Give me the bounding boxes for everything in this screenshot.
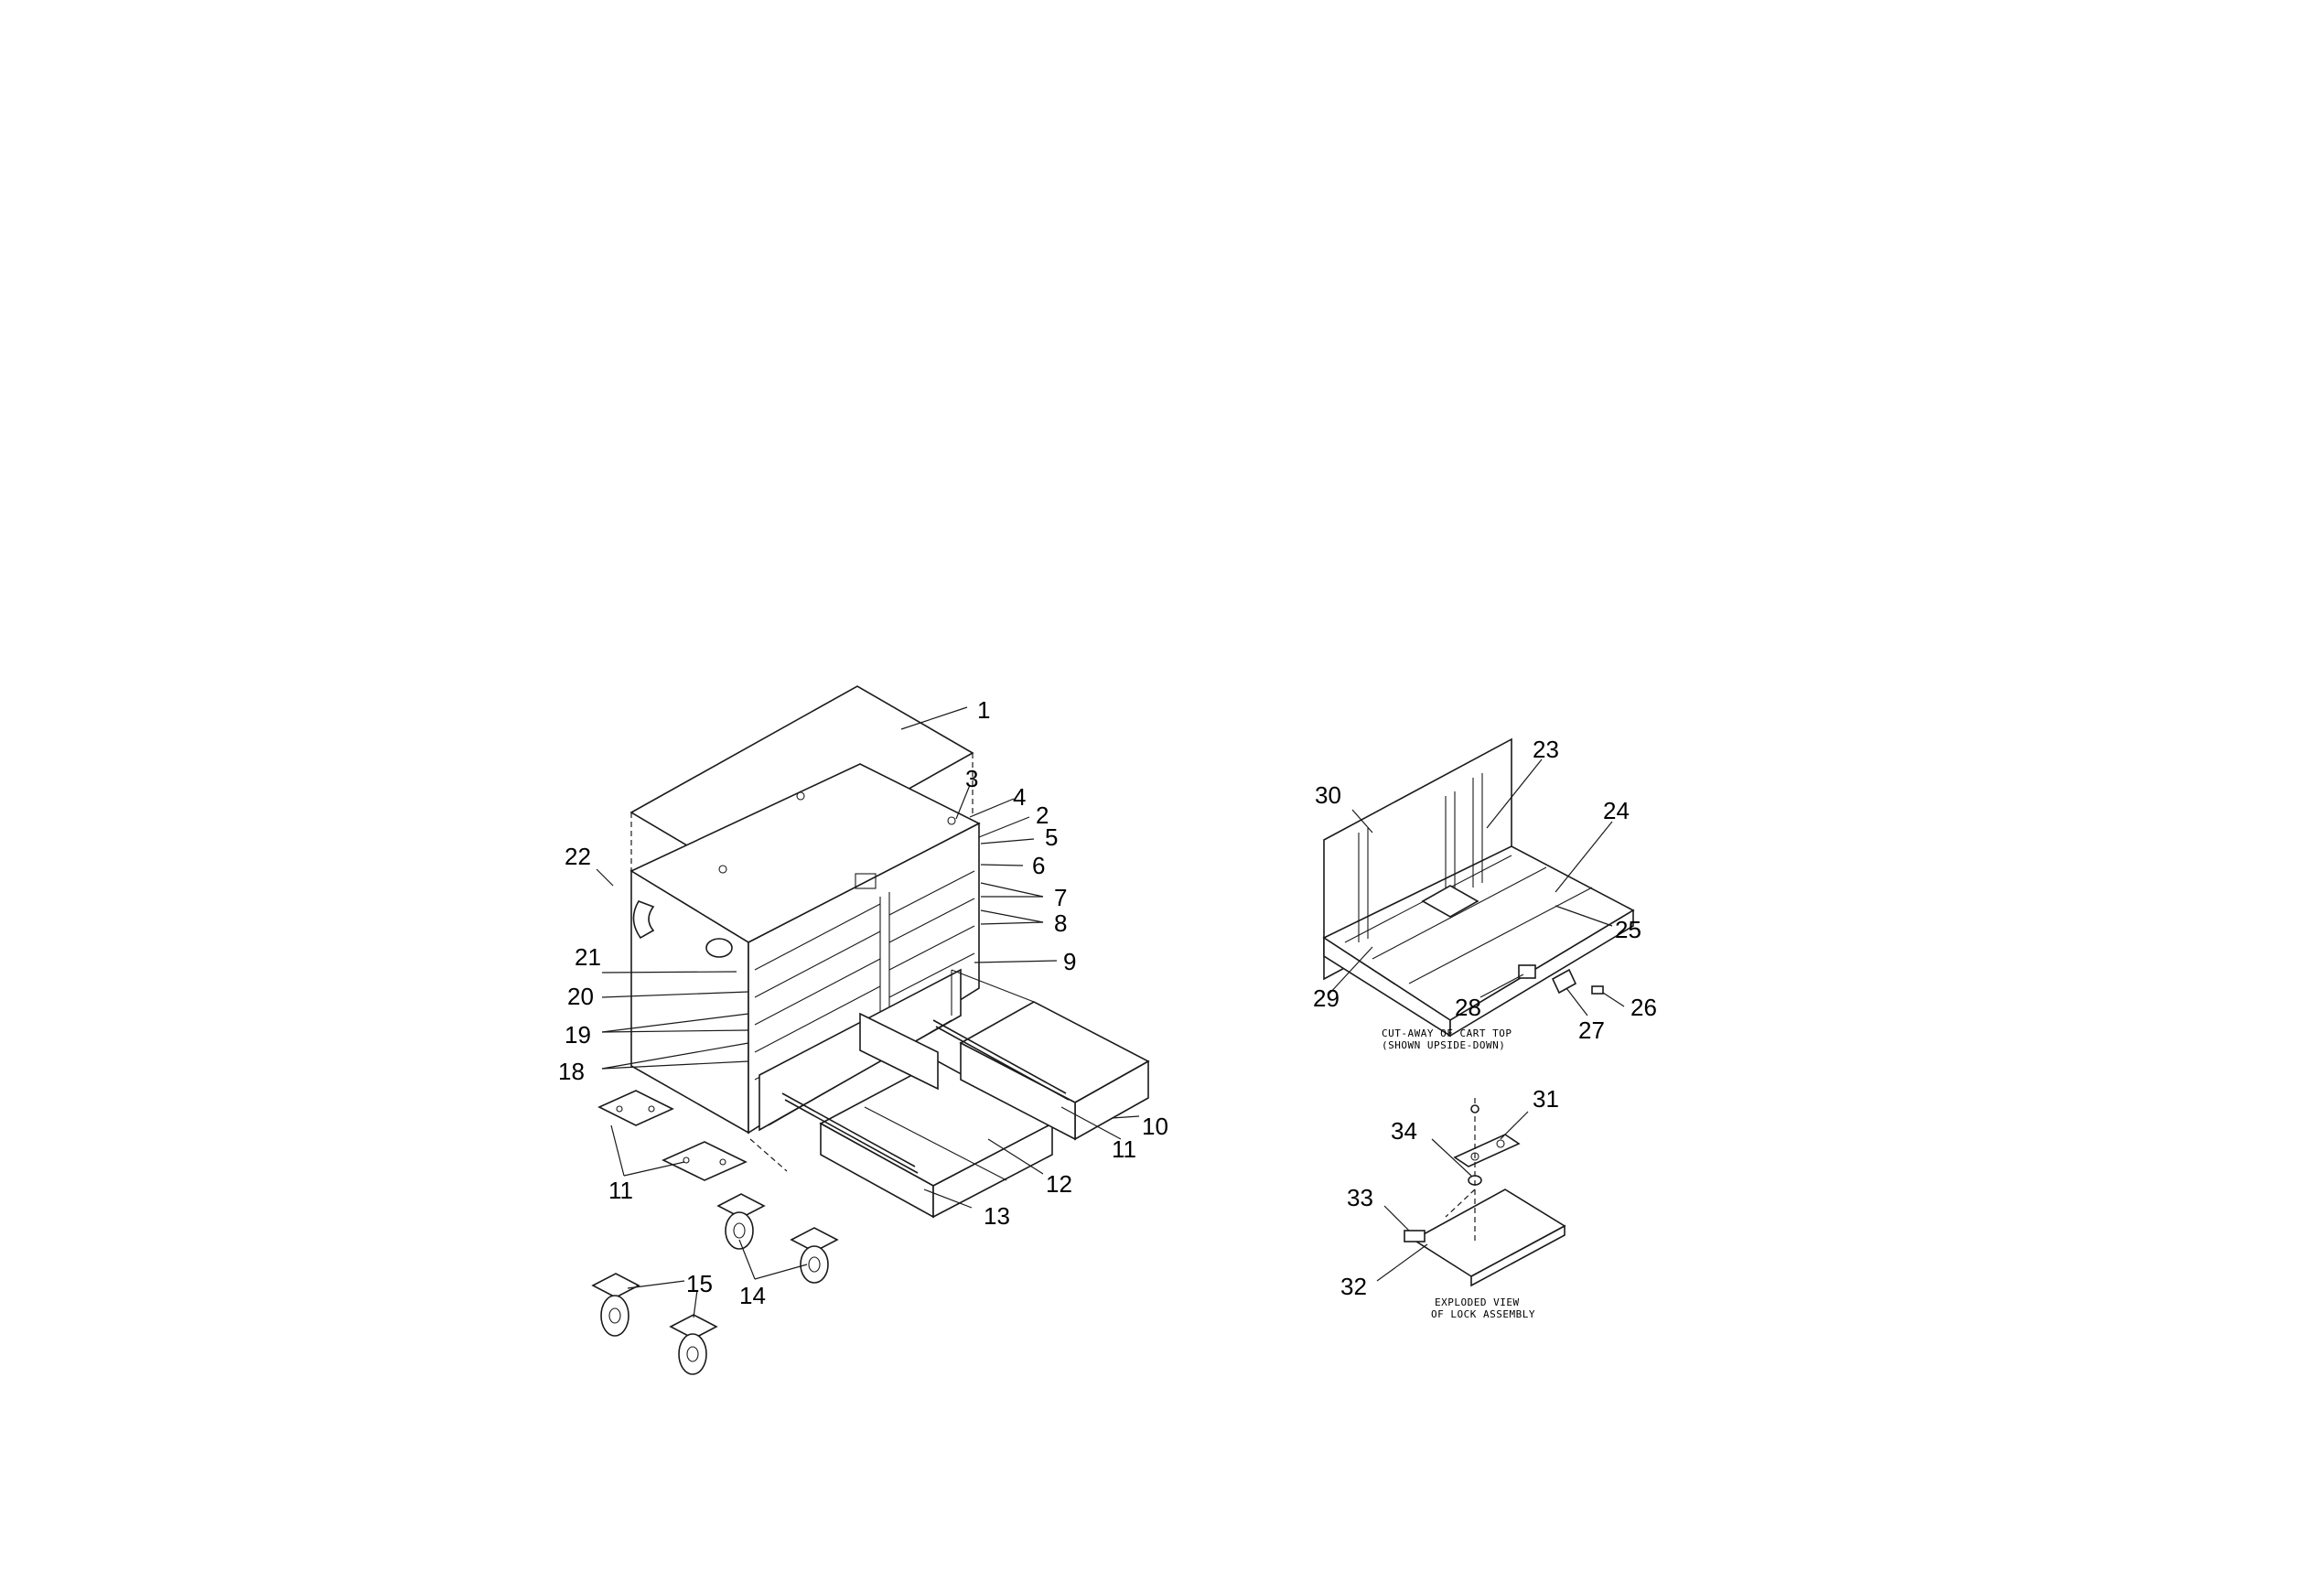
callout-20: 20	[567, 983, 594, 1010]
callout-8: 8	[1054, 909, 1067, 937]
callout-6: 6	[1032, 852, 1045, 879]
callout-25: 25	[1615, 916, 1641, 943]
callout-10: 10	[1142, 1113, 1168, 1140]
cart-assembly	[591, 685, 1150, 1375]
callout-7: 7	[1054, 884, 1067, 911]
callout-18: 18	[558, 1058, 585, 1085]
caster-swivel-a	[591, 1273, 640, 1337]
callout-21: 21	[575, 943, 601, 971]
leader-lines-cutaway	[1328, 758, 1625, 1017]
callout-30: 30	[1315, 781, 1341, 809]
cart-top-caption-line2: (SHOWN UPSIDE-DOWN)	[1382, 1039, 1505, 1051]
callout-28: 28	[1455, 994, 1481, 1021]
callout-12: 12	[1046, 1170, 1072, 1198]
caster-rigid-b	[790, 1227, 839, 1284]
callout-13: 13	[984, 1202, 1010, 1230]
callout-29: 29	[1313, 984, 1340, 1012]
cart-top-caption-line1: CUT-AWAY OF CART TOP	[1382, 1027, 1512, 1039]
callout-23: 23	[1533, 736, 1559, 763]
callouts: 1 3 4 2 5 6 7 8 9 22 21 20 19 18 10 11 1…	[558, 696, 1657, 1309]
leader-lines-lock	[1376, 1111, 1529, 1282]
callout-26: 26	[1630, 994, 1657, 1021]
lock-caption-line2: OF LOCK ASSEMBLY	[1431, 1308, 1535, 1320]
callout-15: 15	[686, 1270, 713, 1297]
callout-1: 1	[977, 696, 990, 724]
lock-caption-line1: EXPLODED VIEW	[1435, 1296, 1520, 1308]
callout-9: 9	[1063, 948, 1076, 975]
callout-34: 34	[1391, 1117, 1417, 1145]
drawer-small	[951, 969, 1150, 1141]
bottom-brackets	[597, 1090, 748, 1181]
drawer-slides	[781, 1019, 1070, 1174]
callout-4: 4	[1013, 783, 1026, 811]
lock-assembly	[1404, 1098, 1566, 1287]
callout-19: 19	[565, 1021, 591, 1049]
callout-5: 5	[1045, 823, 1058, 851]
leader-lines-cart	[596, 706, 1140, 1318]
callout-31: 31	[1533, 1085, 1559, 1113]
callout-2: 2	[1036, 801, 1049, 829]
callout-27: 27	[1578, 1017, 1605, 1044]
cart-top-cutaway	[1322, 737, 1635, 1038]
callout-14: 14	[739, 1282, 766, 1309]
callout-22: 22	[565, 843, 591, 870]
callout-3: 3	[965, 765, 978, 792]
caster-swivel-b	[669, 1314, 718, 1375]
caster-rigid-a	[716, 1193, 766, 1250]
callout-33: 33	[1347, 1184, 1373, 1211]
side-handle	[632, 900, 655, 940]
callout-11-right: 11	[1112, 1135, 1136, 1163]
callout-11-left: 11	[608, 1177, 633, 1204]
callout-24: 24	[1603, 797, 1630, 824]
callout-32: 32	[1340, 1273, 1367, 1300]
